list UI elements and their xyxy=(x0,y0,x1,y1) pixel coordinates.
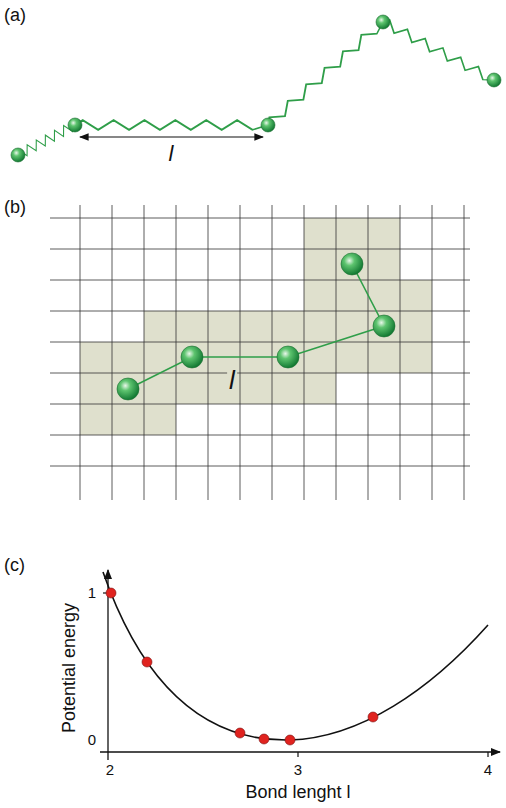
spring-chain xyxy=(16,18,496,159)
panel-label: (a) xyxy=(4,6,26,26)
bead xyxy=(373,315,395,337)
tick-label: 4 xyxy=(484,762,492,779)
bead xyxy=(11,148,25,162)
axis-tick xyxy=(487,752,488,757)
sample-point xyxy=(368,712,378,722)
axis-title: Potential energy xyxy=(60,603,80,733)
bead xyxy=(487,73,501,87)
x-axis xyxy=(100,751,500,752)
axis-title: Bond lenght l xyxy=(245,783,350,803)
axis-tick xyxy=(297,752,298,757)
spring xyxy=(381,18,496,85)
tick-label: 3 xyxy=(294,762,302,779)
panel-label: (b) xyxy=(4,198,26,218)
bead xyxy=(376,15,390,29)
length-arrow xyxy=(80,136,263,137)
spring xyxy=(265,18,386,128)
tick-label: 2 xyxy=(106,762,114,779)
sample-points xyxy=(106,588,378,745)
grid-lines xyxy=(50,205,470,500)
length-symbol: l xyxy=(227,366,237,395)
beads xyxy=(11,15,501,162)
spring xyxy=(75,120,268,130)
panel-label: (c) xyxy=(4,556,25,576)
occupied-cells xyxy=(80,218,432,435)
sample-point xyxy=(235,728,245,738)
bead xyxy=(181,346,203,368)
bead xyxy=(261,118,275,132)
tick-label: 1 xyxy=(88,585,96,602)
sample-point xyxy=(259,734,269,744)
sample-point xyxy=(142,657,152,667)
sample-point xyxy=(106,588,116,598)
bond-lines xyxy=(128,264,384,389)
bead xyxy=(68,118,82,132)
bead xyxy=(341,253,363,275)
tick-label: 0 xyxy=(88,732,96,749)
potential-curve xyxy=(103,572,488,740)
length-symbol: l xyxy=(169,142,174,166)
sample-point xyxy=(285,735,295,745)
lattice-beads xyxy=(117,253,395,400)
y-axis xyxy=(107,570,108,760)
bead xyxy=(277,346,299,368)
occupied-cell xyxy=(304,218,400,311)
bead xyxy=(117,378,139,400)
